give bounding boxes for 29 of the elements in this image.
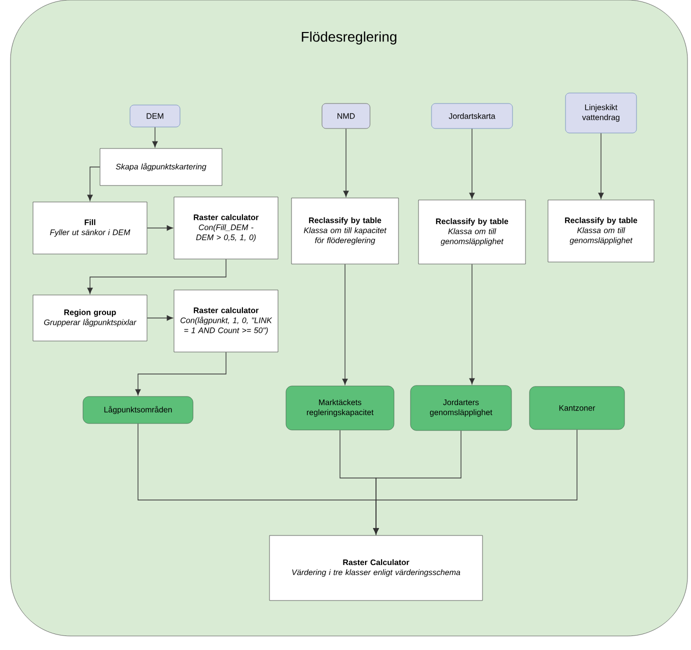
arrow [469, 264, 475, 384]
arrow [87, 258, 226, 294]
arrow [87, 166, 100, 201]
result-box: Marktäckets regleringskapacitet [286, 386, 394, 430]
process-box: Raster Calculator Värdering i tre klasser enligt värderingsschema [269, 535, 483, 601]
input-box: Linjeskikt vattendrag [565, 92, 637, 134]
result-box: Lågpunktsområden [82, 396, 194, 424]
input-box: Jordartskarta [431, 103, 513, 129]
input-box: DEM [130, 104, 180, 128]
arrow [469, 128, 475, 199]
arrow [343, 128, 349, 197]
arrow [135, 352, 226, 396]
arrow [146, 315, 173, 321]
process-box: Fill Fyller ut sänkor i DEM [32, 202, 148, 254]
arrow [373, 429, 578, 534]
result-box: Jordarters genomsläpplighet [410, 385, 512, 431]
process-box: Region group Grupperar lågpunktspixlar [32, 294, 148, 342]
result-box: Kantzoner [529, 386, 625, 430]
arrow [598, 132, 604, 199]
process-box: Reclassify by table Klassa om till kapacitet för flödereglering [291, 198, 399, 264]
arrow [152, 126, 158, 148]
process-box: Raster calculator Con(Fill_DEM - DEM > 0,5, 1, 0) [174, 196, 278, 260]
input-box: NMD [322, 103, 370, 129]
arrow [342, 264, 348, 385]
process-box: Reclassify by table Klassa om till genomsläpplighet [548, 200, 654, 262]
process-box: Skapa lågpunktskartering [100, 148, 222, 186]
arrow [146, 225, 173, 231]
process-box: Reclassify by table Klassa om till genomsläpplighet [418, 200, 526, 264]
process-box: Raster calculator Con(lågpunkt, 1, 0, "LINK = 1 AND Count >= 50") [174, 290, 278, 352]
